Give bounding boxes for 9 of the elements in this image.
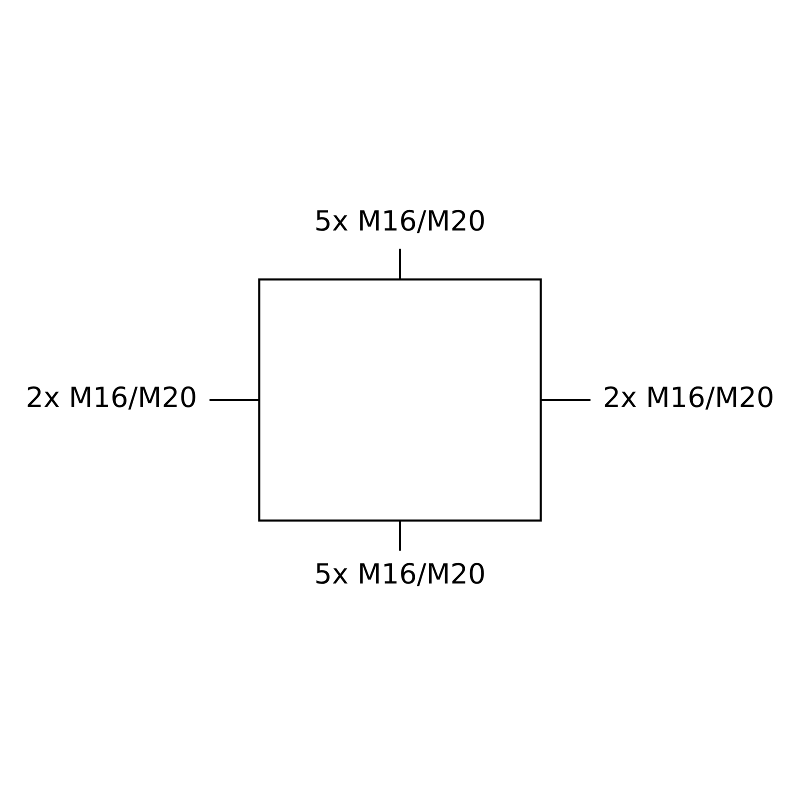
node-box: [258, 278, 542, 522]
node-text: 5x M16/M20: [314, 557, 486, 590]
node-text: 5x M16/M20: [314, 204, 486, 238]
connector: [398, 248, 402, 280]
node-text: 2x M16/M20: [602, 380, 774, 414]
connector: [398, 520, 402, 551]
connector: [210, 398, 259, 402]
connector: [540, 398, 590, 402]
node-text: 2x M16/M20: [26, 380, 198, 414]
